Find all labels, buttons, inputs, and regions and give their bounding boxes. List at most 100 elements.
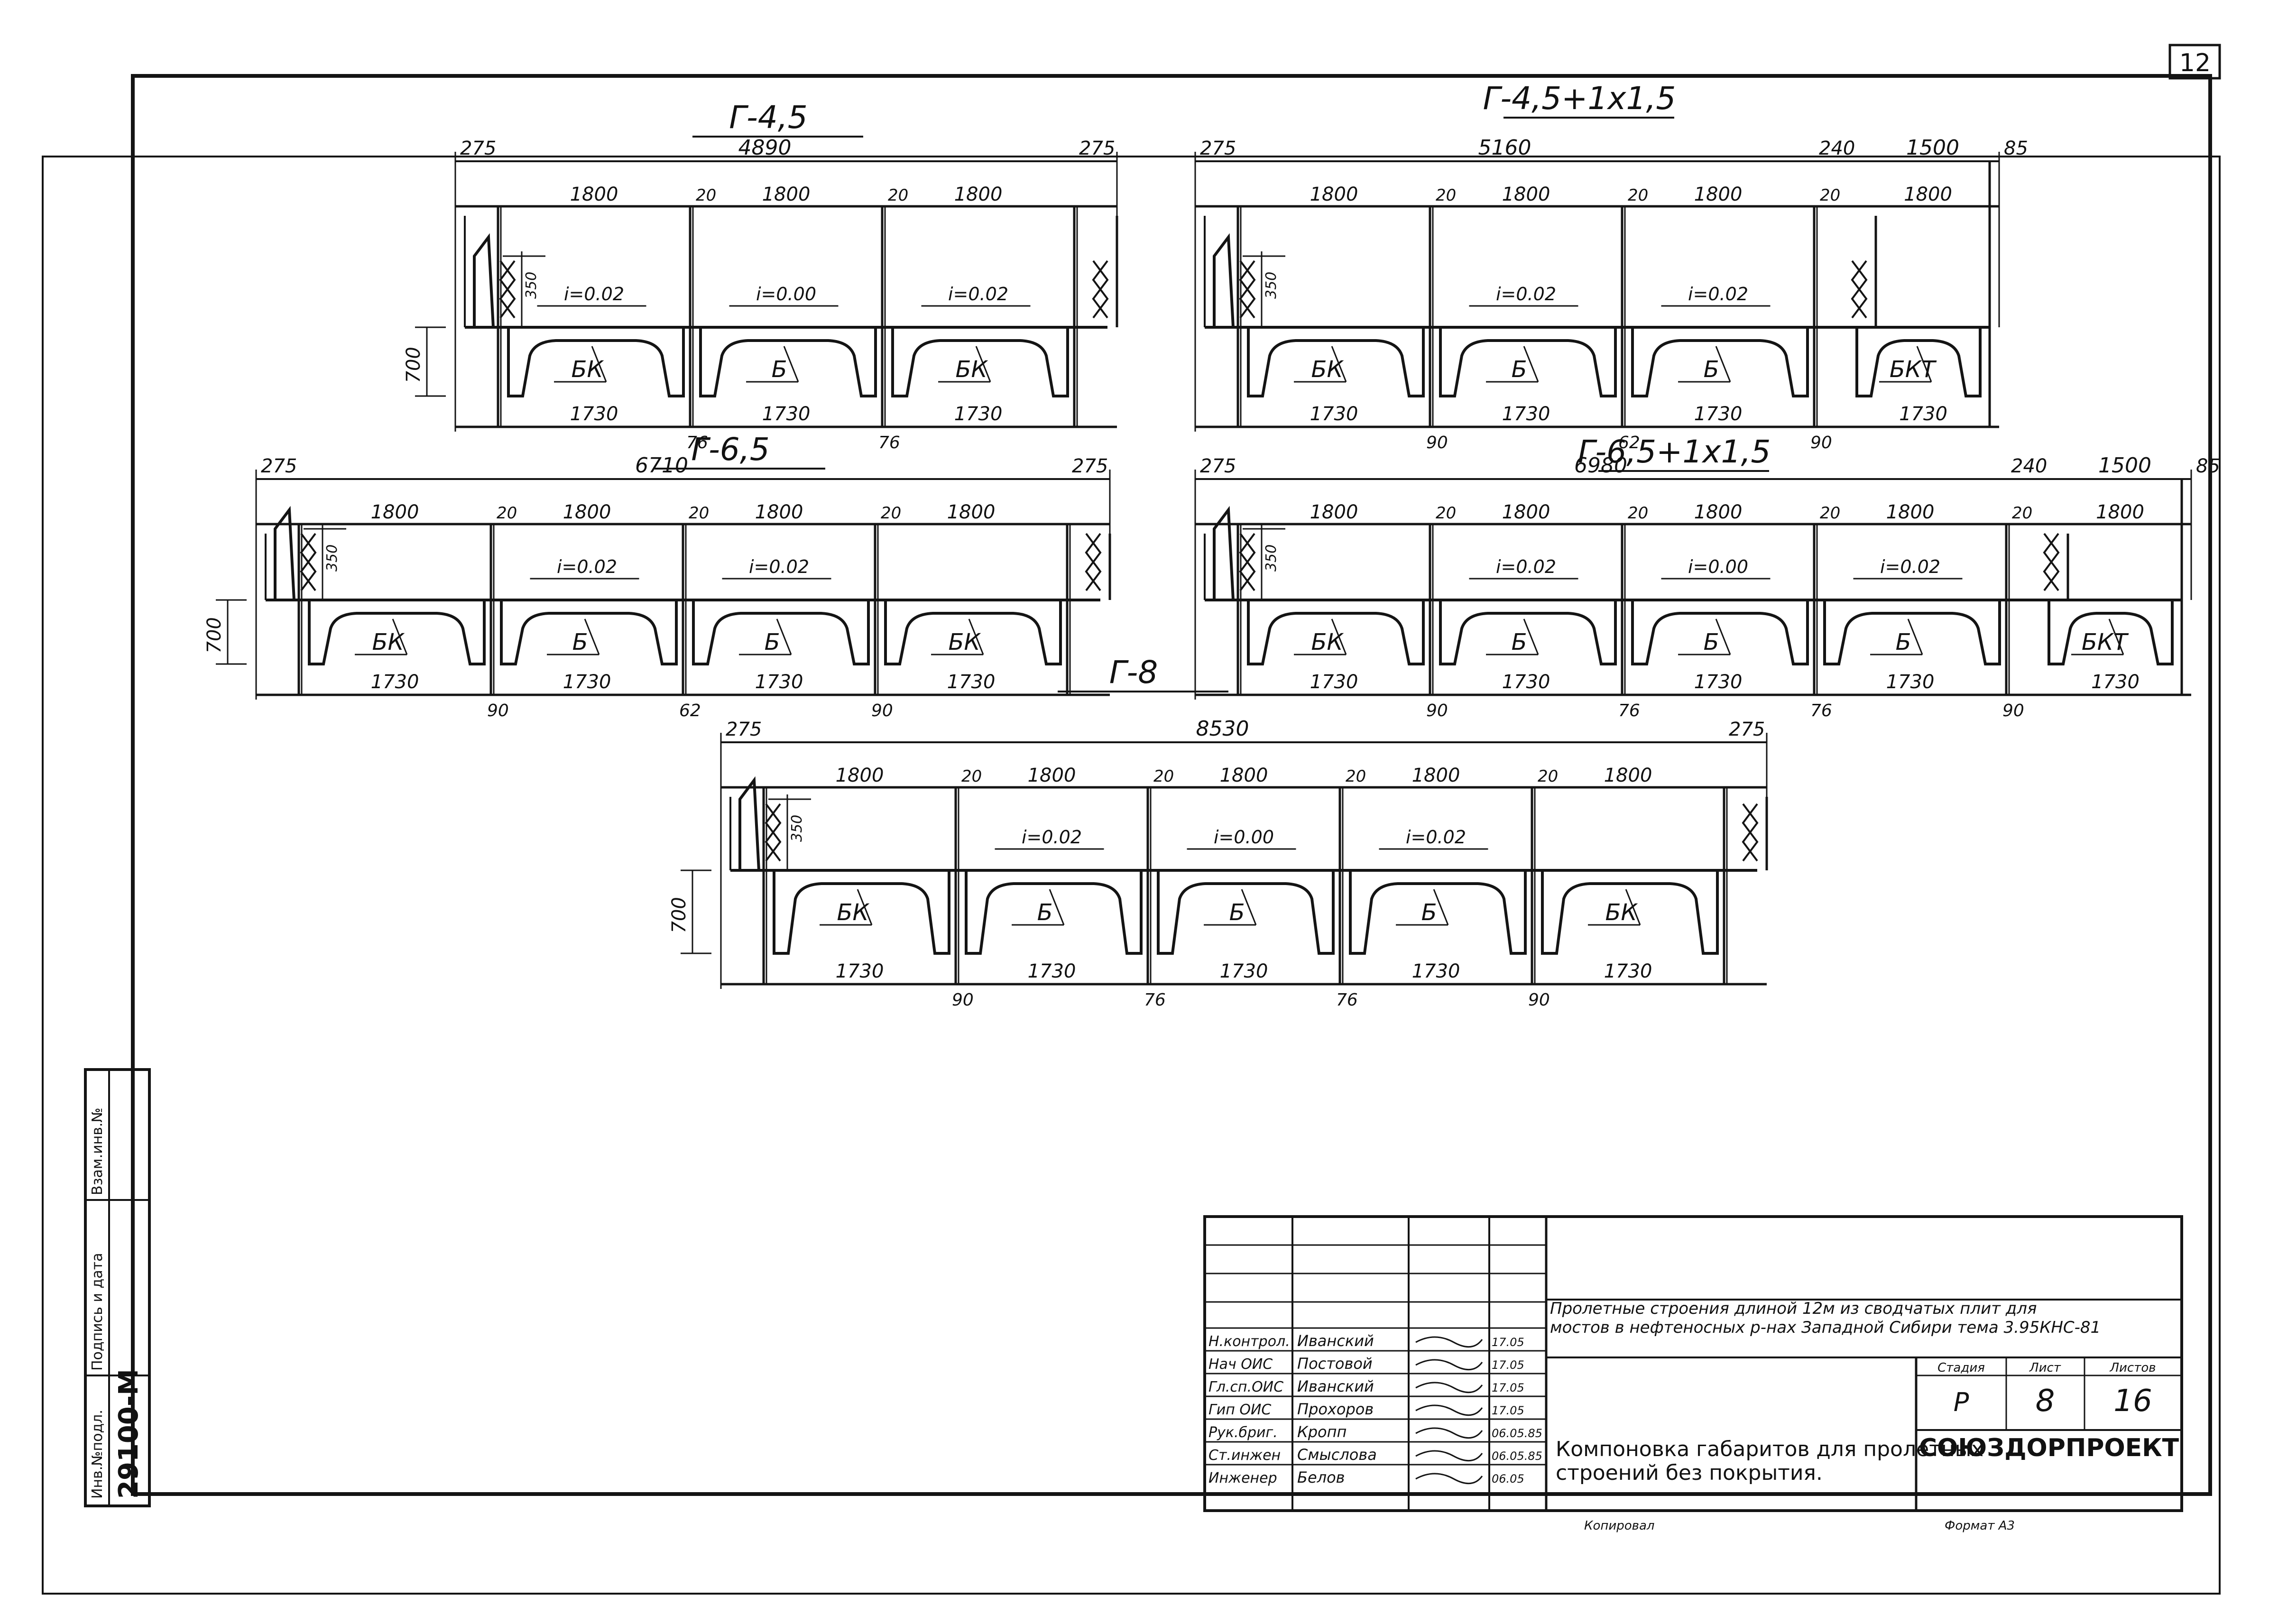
beam: Б — [1439, 600, 1617, 665]
curb-railing-left: 350 — [1204, 216, 1285, 328]
beam-width-dim: 1730 — [1220, 960, 1268, 982]
title-block-date: 06.05 — [1492, 1472, 1524, 1486]
joint-width-dim: 20 — [1436, 504, 1456, 523]
beam: БК — [507, 327, 685, 397]
cross-slope-label: i=0.02 — [948, 284, 1008, 304]
left-edge-dim: 275 — [460, 138, 496, 159]
joint-width-dim: 20 — [1436, 186, 1456, 205]
title-block-name: Иванский — [1297, 1377, 1374, 1395]
beam-width-dim: 1730 — [1694, 671, 1743, 693]
beam-gap-dim: 76 — [1144, 990, 1166, 1010]
overall-width-dim: 6710 — [635, 453, 688, 478]
left-edge-dim: 275 — [726, 719, 762, 740]
drawing-line — [392, 618, 408, 655]
cross-slope-label: i=0.02 — [1688, 284, 1748, 304]
copied-by-label: Копировал — [1584, 1519, 1655, 1533]
section-title: Г-6,5+1х1,5 — [1578, 434, 1771, 470]
joint-width-dim: 20 — [1346, 767, 1366, 786]
title-block-role: Н.контрол. — [1208, 1333, 1290, 1350]
left-edge-dim: 275 — [261, 455, 297, 477]
beam-width-dim: 1730 — [1604, 960, 1652, 982]
drawing-line — [1523, 618, 1539, 655]
overall-width-dim: 6980 — [1574, 453, 1627, 478]
beam: БК — [1541, 870, 1719, 955]
title-block-date: 06.05.85 — [1492, 1449, 1542, 1463]
drawing-line — [1331, 618, 1347, 655]
edge-85-dim: 85 — [2196, 455, 2220, 477]
beam-gap-dim: 90 — [1426, 433, 1448, 452]
curb-height-dim: 350 — [523, 272, 540, 299]
organization: СОЮЗДОРПРОЕКТ — [1919, 1434, 2179, 1462]
curb-railing-right — [1742, 797, 1768, 870]
beam: БК — [308, 600, 486, 665]
panel-width-dim: 1800 — [1694, 184, 1743, 205]
beam-type-label: БК — [1311, 356, 1344, 383]
extra-gap-dim: 240 — [2011, 455, 2047, 477]
beam: БК — [884, 600, 1062, 665]
cross-slope-label: i=0.00 — [1688, 556, 1748, 577]
section-title: Г-4,5 — [729, 99, 808, 136]
beam-gap-dim: 76 — [1618, 701, 1640, 720]
drawing-line — [1049, 889, 1065, 925]
beam-gap-dim: 76 — [1810, 701, 1832, 720]
beam-type-label: БКТ — [2082, 629, 2129, 655]
beam-type-label: Б — [1229, 899, 1245, 926]
curb-railing-left: 350 — [1204, 506, 1285, 600]
sheet-value: 8 — [2036, 1384, 2055, 1419]
section-title: Г-8 — [1109, 654, 1158, 691]
beam: Б — [1631, 327, 1809, 397]
beam: Б — [965, 870, 1143, 955]
title-block-role: Ст.инжен — [1208, 1447, 1281, 1464]
beam-width-dim: 1730 — [755, 671, 803, 693]
beam-type-label: БК — [949, 629, 981, 655]
beam-type-label: Б — [1421, 899, 1437, 926]
beam-type-label: Б — [1512, 356, 1527, 383]
joint-width-dim: 20 — [1820, 504, 1840, 523]
beam-gap-dim: 90 — [1810, 433, 1832, 452]
curb-height-dim: 350 — [1263, 272, 1280, 299]
stamp-signature-date: Подпись и дата — [89, 1253, 106, 1371]
joint-width-dim: 20 — [881, 504, 901, 523]
joint-width-dim: 20 — [888, 186, 908, 205]
panel-width-dim: 1800 — [1502, 501, 1550, 523]
beam: Б — [1631, 600, 1809, 665]
stamp-inv-value: 29100-М — [113, 1369, 144, 1499]
title-block-role: Гл.сп.ОИС — [1208, 1379, 1283, 1395]
beam-width-dim: 1730 — [371, 671, 419, 693]
sheet-number-box — [2168, 44, 2221, 80]
beam-width-dim: 1730 — [1412, 960, 1460, 982]
title-block-name: Прохоров — [1297, 1400, 1374, 1418]
beam-type-label: Б — [1512, 629, 1527, 655]
drawing-line — [591, 346, 607, 382]
cross-slope-label: i=0.02 — [1496, 284, 1556, 304]
beam-width-dim: 1730 — [1694, 403, 1743, 425]
stage-label: Стадия — [1937, 1361, 1985, 1375]
beam-type-label: Б — [765, 629, 780, 655]
beam-type-label: Б — [772, 356, 787, 383]
beam-gap-dim: 62 — [1618, 433, 1640, 452]
beam-width-dim: 1730 — [570, 403, 618, 425]
beam-width-dim: 1730 — [947, 671, 996, 693]
cross-slope-label: i=0.00 — [756, 284, 816, 304]
cross-slope-label: i=0.02 — [1022, 827, 1082, 848]
beam-width-dim: 1730 — [563, 671, 611, 693]
cross-slope-label: i=0.02 — [1880, 556, 1940, 577]
left-edge-dim: 275 — [1200, 455, 1236, 477]
section-title: Г-6,5 — [691, 431, 770, 468]
beam: БК — [773, 870, 950, 955]
beam-gap-dim: 90 — [1528, 990, 1550, 1010]
beam-width-dim: 1730 — [1310, 671, 1358, 693]
curb-railing-left: 350 — [265, 506, 346, 600]
beam-width-dim: 1730 — [954, 403, 1003, 425]
outer-border — [42, 156, 2221, 1595]
drawing-line — [783, 346, 799, 382]
sheets-label: Листов — [2109, 1361, 2156, 1375]
curb-railing-right — [1851, 216, 1877, 327]
beam: БКТ — [2048, 600, 2174, 665]
signature — [1415, 1359, 1483, 1371]
title-block-role: Нач ОИС — [1208, 1356, 1273, 1373]
